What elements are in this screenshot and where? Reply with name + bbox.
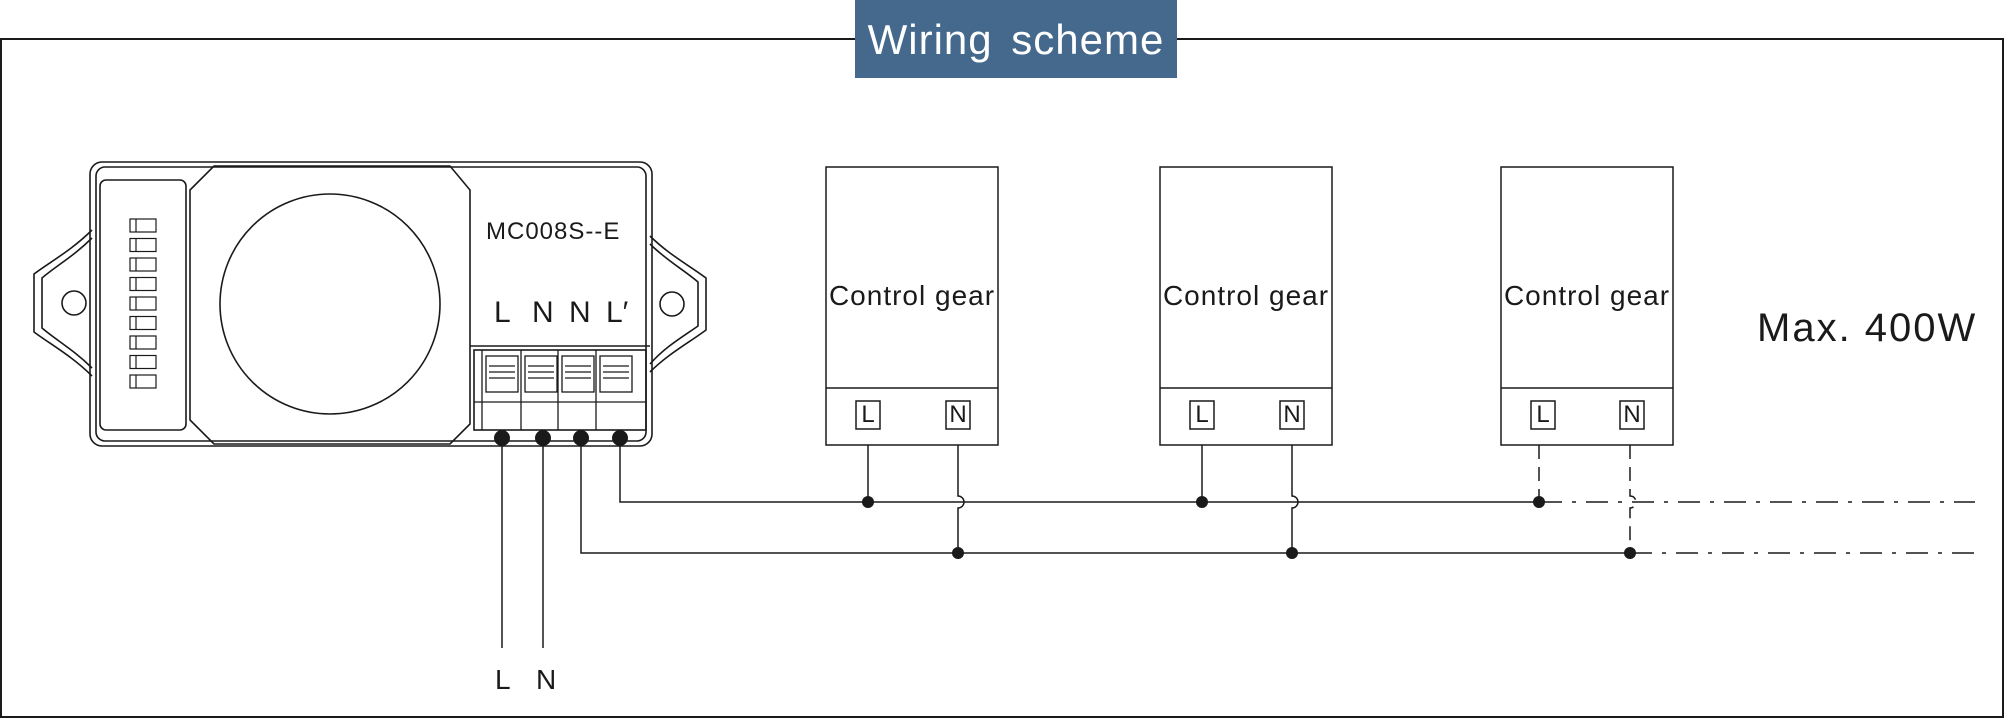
sensor-side-panel — [99, 179, 187, 431]
control-gear-label: Control gear — [828, 280, 996, 311]
sensor-lens — [219, 193, 441, 415]
sensor-terminal-label-l: L — [494, 296, 511, 329]
wire-n-out-bus — [580, 438, 1630, 554]
sensor-left-tab-inner — [41, 237, 93, 369]
control-gear-3 — [1500, 166, 1674, 446]
terminal-dot — [612, 430, 628, 446]
terminal-screw — [561, 355, 595, 393]
supply-label-l: L — [495, 664, 511, 695]
control-gear-terminal-n: N — [1283, 401, 1301, 428]
dip-switch — [129, 257, 157, 272]
control-gear-terminal-l: L — [861, 401, 875, 428]
terminal-screw — [524, 355, 558, 393]
junction-dot — [1286, 547, 1298, 559]
sensor-terminal-label-l-prime: L′ — [606, 296, 629, 329]
dip-switch — [129, 237, 157, 253]
junction-dot — [1533, 496, 1545, 508]
junction-dot — [862, 496, 874, 508]
sensor-terminal-screws — [474, 350, 646, 430]
sensor-terminal-label-n: N — [532, 296, 554, 329]
sensor-left-hole — [61, 290, 87, 316]
outer-frame — [0, 38, 2004, 718]
junction-dot — [952, 547, 964, 559]
dip-switch — [129, 315, 157, 331]
terminal-screw — [599, 355, 633, 393]
sensor-housing — [89, 161, 653, 447]
junction-dot — [1624, 547, 1636, 559]
title-banner — [855, 0, 1177, 78]
control-gear-boxes — [825, 166, 1674, 446]
dip-switch — [129, 335, 157, 350]
sensor-right-hole — [659, 291, 685, 317]
control-gear-terminal-l: L — [1195, 401, 1209, 428]
junction-dots — [494, 430, 1636, 559]
control-gear-2 — [1159, 166, 1333, 446]
control-gear-terminal-n: N — [949, 401, 967, 428]
control-gear-terminal-l: L — [1536, 401, 1550, 428]
sensor-dip-switches — [129, 218, 157, 389]
terminal-screw — [485, 355, 519, 393]
sensor-right-tab-inner — [649, 243, 699, 365]
sensor-module — [33, 161, 707, 447]
dip-switch — [129, 374, 157, 389]
control-gear-label: Control gear — [1162, 280, 1330, 311]
junction-dot — [1196, 496, 1208, 508]
dip-switch — [129, 218, 157, 233]
dip-switch — [129, 296, 157, 311]
sensor-left-tab — [33, 229, 93, 377]
sensor-model-label: MC008S--E — [486, 218, 621, 245]
terminal-dot — [494, 430, 510, 446]
control-gear-1 — [825, 166, 999, 446]
terminal-dot — [535, 430, 551, 446]
wire-l-out-bus — [619, 438, 1540, 503]
max-load-label: Max. 400W — [1757, 306, 1978, 350]
sensor-terminal-label-n: N — [569, 296, 591, 329]
terminal-dot — [573, 430, 589, 446]
dip-switch — [129, 354, 157, 370]
control-gear-terminal-n: N — [1623, 401, 1641, 428]
sensor-terminal-block — [473, 349, 647, 431]
control-gear-label: Control gear — [1503, 280, 1671, 311]
dip-switch — [129, 276, 157, 292]
supply-label-n: N — [536, 664, 557, 695]
sensor-lens-panel — [189, 165, 471, 445]
wires — [501, 438, 1975, 648]
sensor-housing-inner — [95, 166, 647, 442]
diagram-title: Wiring scheme — [867, 16, 1165, 63]
sensor-right-tab — [649, 235, 707, 373]
